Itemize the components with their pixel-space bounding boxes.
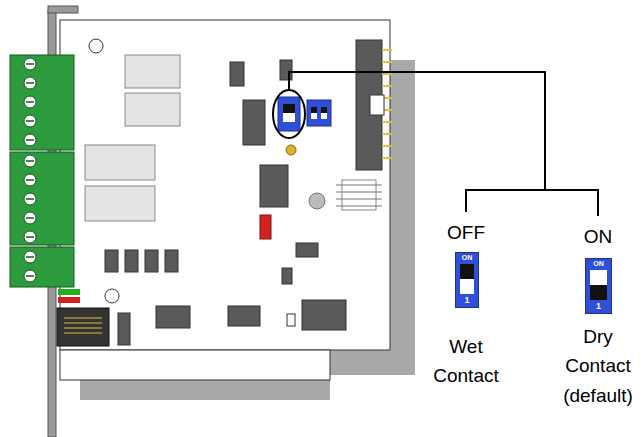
header-key xyxy=(370,95,384,115)
dip-switch-icon: ON 1 xyxy=(585,258,612,314)
switch-state-label: OFF xyxy=(431,218,501,247)
switch-slider xyxy=(590,285,607,300)
capacitor xyxy=(286,145,296,155)
crystal xyxy=(309,193,325,209)
rj-contacts xyxy=(64,318,102,333)
switch-number: 1 xyxy=(586,302,611,312)
mount-hole xyxy=(105,289,119,303)
switch-slider xyxy=(460,264,474,279)
switch-on-mark: ON xyxy=(586,260,611,268)
switch-window xyxy=(460,264,474,294)
dip-switch-1 xyxy=(278,97,300,131)
red-led xyxy=(58,297,80,303)
pcb xyxy=(60,20,390,350)
red-component xyxy=(260,215,271,239)
bracket-tab xyxy=(48,6,78,13)
switch-number: 1 xyxy=(456,296,478,306)
leader-line xyxy=(289,72,545,190)
pcb-edge xyxy=(60,350,330,380)
switch-state-label: ON xyxy=(563,222,633,251)
dip-switch-icon: ON 1 xyxy=(455,252,479,308)
relays xyxy=(85,55,180,221)
green-led xyxy=(58,289,80,295)
callout-circle xyxy=(273,90,305,138)
contact-mode-label: Wet Contact xyxy=(418,332,514,391)
leader-line xyxy=(466,190,598,216)
chips xyxy=(105,60,346,345)
switch-window xyxy=(590,270,607,300)
mount-hole xyxy=(89,39,103,53)
terminal-blocks xyxy=(10,55,74,287)
transformer-pins xyxy=(336,180,382,210)
dip-switch-2 xyxy=(307,100,331,126)
rj-connector xyxy=(57,308,109,346)
jumper xyxy=(287,314,295,326)
contact-mode-label: Dry Contact (default) xyxy=(556,322,640,410)
switch-on-mark: ON xyxy=(456,254,478,262)
